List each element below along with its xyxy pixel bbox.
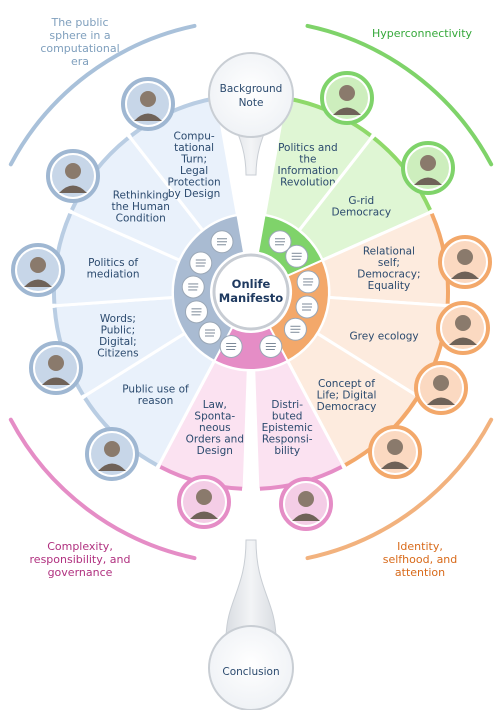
outer-arc-top-left <box>8 23 197 167</box>
author-avatar[interactable] <box>46 149 100 203</box>
segment-label-line: buted <box>272 411 303 423</box>
quadrant-label-line: Complexity, <box>47 540 113 553</box>
author-avatar[interactable] <box>436 301 490 355</box>
comment-bubble-icon[interactable] <box>181 275 205 299</box>
segment-label-line: Turn; <box>180 153 207 165</box>
segment-label-line: Digital; <box>99 336 137 348</box>
segment-label-line: Compu- <box>174 130 215 142</box>
segment-label-line: Words; <box>100 313 136 325</box>
quadrant-label-line: selfhood, and <box>383 553 458 566</box>
background-note-line2: Note <box>239 97 264 109</box>
segment-label-line: the <box>299 153 316 165</box>
comment-bubble-icon[interactable] <box>219 335 243 359</box>
segment-label-line: Legal <box>180 165 208 177</box>
segment-label-line: Law, <box>203 399 227 411</box>
quadrant-label-line: attention <box>395 566 445 579</box>
segment-label-line: Concept of <box>318 378 375 390</box>
quadrant-label-line: responsibility, and <box>30 553 131 566</box>
segment-label-line: Politics and <box>278 142 338 154</box>
segment-label-line: Sponta- <box>194 411 235 423</box>
segment-label-line: by Design <box>168 188 220 200</box>
segment-label-line: G-rid <box>348 195 374 207</box>
outer-arc-bottom-left <box>8 417 197 561</box>
segment-label-line: Citizens <box>97 348 138 360</box>
segment-label-line: Condition <box>116 212 166 224</box>
author-avatar[interactable] <box>85 427 139 481</box>
segment-label-line: mediation <box>87 268 140 280</box>
author-avatar[interactable] <box>368 425 422 479</box>
comment-bubble-icon[interactable] <box>210 230 234 254</box>
segment-label-line: Orders and <box>186 434 244 446</box>
segment-label-line: Equality <box>368 280 411 292</box>
author-avatar[interactable] <box>121 77 175 131</box>
comment-bubble-icon[interactable] <box>198 321 222 345</box>
segment-label-line: Grey ecology <box>350 330 419 342</box>
author-avatar[interactable] <box>401 141 455 195</box>
comment-bubble-icon[interactable] <box>285 244 309 268</box>
conclusion-button[interactable]: Conclusion <box>208 625 294 710</box>
quadrant-label-line: era <box>71 55 89 68</box>
comment-bubble-icon[interactable] <box>283 317 307 341</box>
author-avatar[interactable] <box>11 243 65 297</box>
segment-label-line: Epistemic <box>262 422 313 434</box>
quadrant-label-line: sphere in a <box>49 29 110 42</box>
segment-label-line: neous <box>199 422 231 434</box>
author-avatar[interactable] <box>177 475 231 529</box>
segment-label-line: Distri- <box>271 399 303 411</box>
author-avatar[interactable] <box>438 235 492 289</box>
author-avatar[interactable] <box>279 477 333 531</box>
outer-arcs <box>8 23 494 561</box>
comment-bubble-icon[interactable] <box>259 335 283 359</box>
author-avatar[interactable] <box>320 71 374 125</box>
segment-label-line: Public use of <box>122 384 189 396</box>
quadrant-label-line: computational <box>40 42 119 55</box>
segment-label-line: bility <box>274 445 300 457</box>
comment-bubble-icon[interactable] <box>296 270 320 294</box>
quadrant-label-line: governance <box>48 566 113 579</box>
outer-arc-bottom-right <box>305 417 494 561</box>
avatars <box>11 71 492 531</box>
quadrant-label-line: The public <box>50 16 108 29</box>
conclusion-label: Conclusion <box>222 666 279 678</box>
segment-label-line: the Human <box>111 201 169 213</box>
segment-label-line: Public; <box>101 325 136 337</box>
segment-label-line: Democracy <box>317 401 377 413</box>
background-note-button[interactable]: Background Note <box>208 52 294 138</box>
comment-bubble-icon[interactable] <box>295 295 319 319</box>
segment-label-line: reason <box>138 395 174 407</box>
comment-bubble-icon[interactable] <box>268 230 292 254</box>
segment-label-line: self; <box>378 257 400 269</box>
segment-label-line: Protection <box>168 176 221 188</box>
center-line1: Onlife <box>232 277 271 291</box>
comment-bubble-icon[interactable] <box>184 300 208 324</box>
segment-label-line: Responsi- <box>262 434 313 446</box>
center-line2: Manifesto <box>219 291 283 305</box>
segment-label-line: tational <box>174 142 214 154</box>
inner-ring <box>172 214 330 371</box>
comment-bubble-icon[interactable] <box>189 251 213 275</box>
background-note-line1: Background <box>220 83 283 95</box>
segment-label-line: Democracy <box>331 207 391 219</box>
quadrant-label-line: Identity, <box>397 540 443 553</box>
segment-label-line: Life; Digital <box>317 389 377 401</box>
segment-label-line: Democracy; <box>357 268 420 280</box>
author-avatar[interactable] <box>29 341 83 395</box>
outer-arc-top-right <box>305 23 494 167</box>
segment-label-line: Information <box>278 165 339 177</box>
author-avatar[interactable] <box>414 361 468 415</box>
quadrant-label-line: Hyperconnectivity <box>372 27 473 40</box>
segment-label-line: Design <box>197 445 233 457</box>
center-button[interactable]: Onlife Manifesto <box>212 253 290 331</box>
segment-label-line: Revolution <box>280 176 336 188</box>
quadrant-label-hyperconnectivity: Hyperconnectivity <box>372 27 473 40</box>
segment-label-line: Relational <box>363 245 415 257</box>
segment-label-line: Politics of <box>88 257 138 269</box>
segment-label-line: Rethinking <box>113 189 169 201</box>
